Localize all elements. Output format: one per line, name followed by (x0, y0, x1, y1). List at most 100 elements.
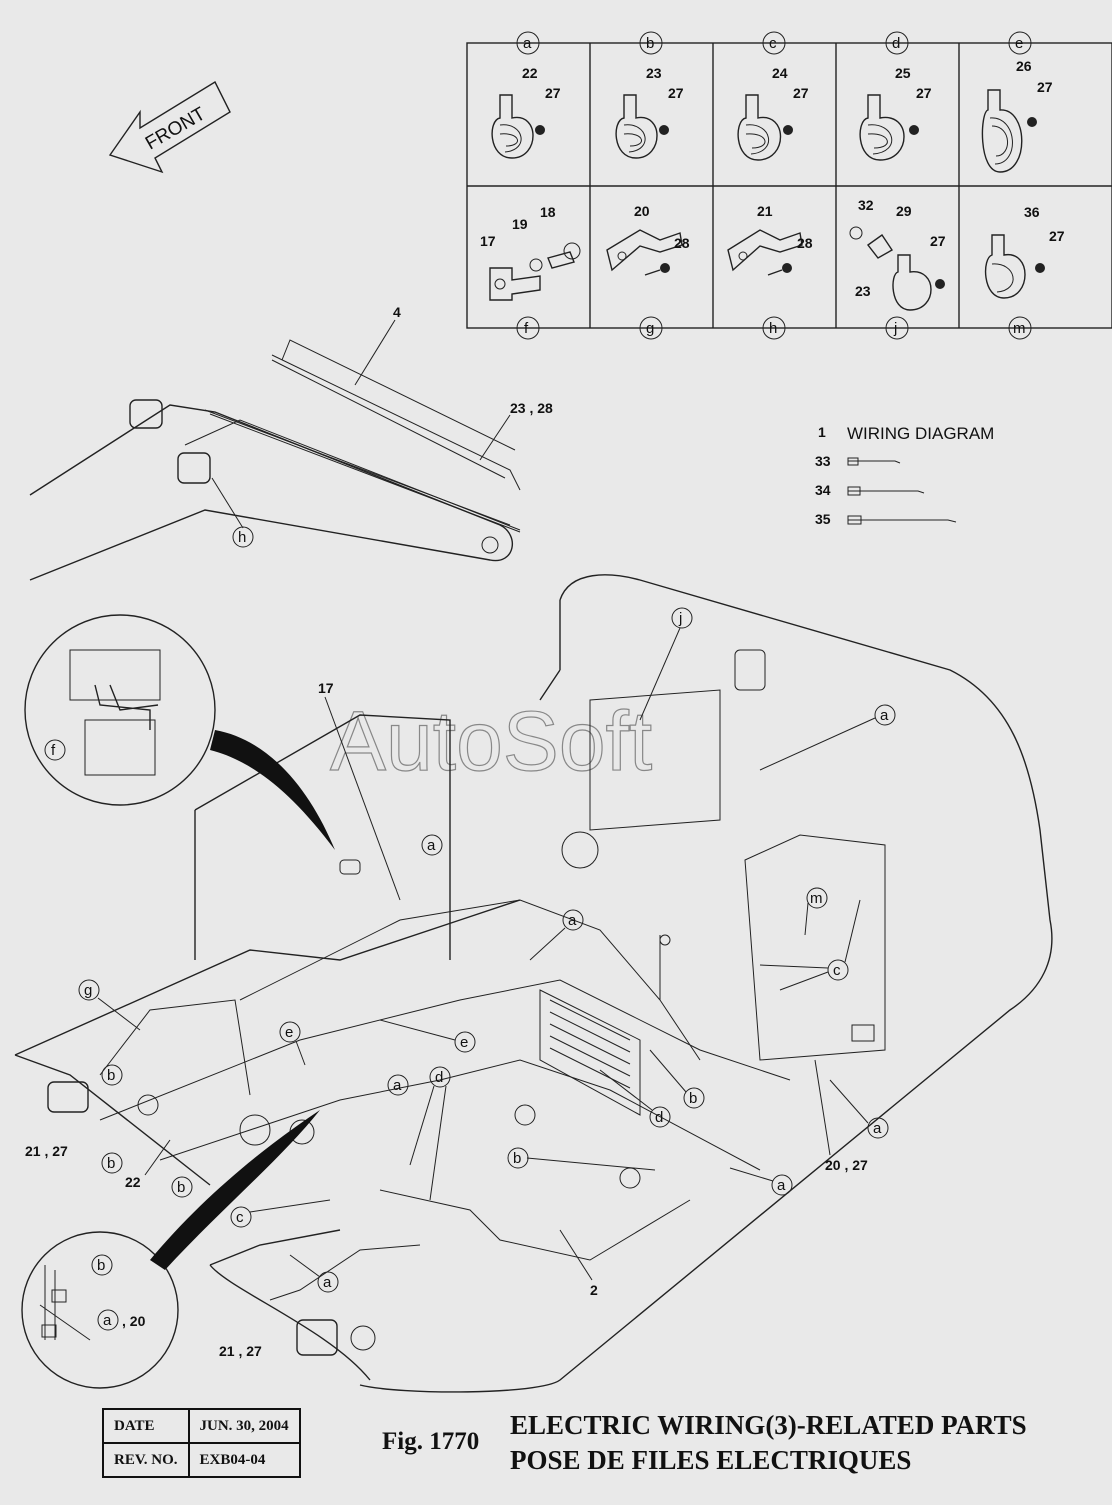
cell-letter-e: e (1015, 35, 1023, 52)
callout-m: m (810, 890, 823, 907)
rev-value: EXB04-04 (187, 1442, 301, 1478)
title-french: POSE DE FILES ELECTRIQUES (510, 1445, 912, 1475)
clamp-icon: 36 27 (984, 204, 1065, 299)
callout-23-28: 23 , 28 (510, 400, 553, 416)
clamp-icon: 25 27 (859, 65, 932, 161)
part-27-b: 27 (668, 85, 684, 101)
clamp-table (466, 42, 1112, 329)
callout-17: 17 (318, 680, 334, 696)
cell-letter-a: a (523, 35, 532, 52)
part-25: 25 (895, 65, 911, 81)
date-value: JUN. 30, 2004 (187, 1408, 301, 1444)
callout-c-1: c (833, 962, 841, 979)
part-27-m: 27 (1049, 228, 1065, 244)
cell-letter-m: m (1013, 320, 1026, 337)
title-english: ELECTRIC WIRING(3)-RELATED PARTS (510, 1410, 1027, 1440)
part-28-a: 28 (674, 235, 690, 251)
date-label: DATE (102, 1408, 190, 1444)
figure-number: Fig. 1770 (382, 1428, 480, 1455)
callout-a-5: a (873, 1120, 882, 1137)
part-27-c: 27 (793, 85, 809, 101)
callout-a-7: a (323, 1274, 332, 1291)
callout-e-2: e (460, 1034, 468, 1051)
grommet-clamp-icon: 32 29 27 23 (849, 197, 946, 311)
legend-tie-35: 35 (815, 511, 831, 527)
rev-label: REV. NO. (102, 1442, 190, 1478)
detail-letter-f: f (51, 742, 56, 759)
callout-j: j (678, 610, 682, 627)
callout-a-2: a (427, 837, 436, 854)
part-18: 18 (540, 204, 556, 220)
machine-body (14, 574, 1053, 1393)
part-27-e: 27 (1037, 79, 1053, 95)
detail-letter-b: b (97, 1257, 105, 1274)
part-36: 36 (1024, 204, 1040, 220)
callout-b-1: b (689, 1090, 697, 1107)
clamp-icon: 22 27 (491, 65, 561, 159)
legend-tie-33: 33 (815, 453, 831, 469)
cell-letter-d: d (892, 35, 900, 52)
callout-b-4: b (177, 1179, 185, 1196)
part-21-table: 21 (757, 203, 773, 219)
part-28-b: 28 (797, 235, 813, 251)
clamp-icon: 23 27 (615, 65, 684, 159)
legend-wiring-number: 1 (818, 424, 826, 440)
legend: 1 WIRING DIAGRAM 33 34 35 (815, 424, 994, 527)
boom-letter-h: h (238, 529, 246, 546)
cell-letter-h: h (769, 320, 777, 337)
callout-e-1: e (285, 1024, 293, 1041)
callout-d-1: d (435, 1069, 443, 1086)
callout-a-1: a (880, 707, 889, 724)
part-27-a: 27 (545, 85, 561, 101)
callout-b-3: b (107, 1155, 115, 1172)
part-27-j: 27 (930, 233, 946, 249)
cell-letter-b: b (646, 35, 654, 52)
part-32: 32 (858, 197, 874, 213)
callout-numbers: 17 2 22 21 , 27 21 , 27 20 , 27 (25, 680, 868, 1359)
part-23: 23 (646, 65, 662, 81)
callout-b-5: b (513, 1150, 521, 1167)
callout-a-3: a (568, 912, 577, 929)
callout-c-2: c (236, 1209, 244, 1226)
revision-table: DATE JUN. 30, 2004 REV. NO. EXB04-04 (102, 1408, 301, 1478)
part-17-table: 17 (480, 233, 496, 249)
detail-letter-a: a (103, 1312, 112, 1329)
cell-letter-f: f (524, 320, 529, 337)
part-27-d: 27 (916, 85, 932, 101)
boom-assembly: 4 23 , 28 h (29, 304, 553, 581)
detail-view-f: f (24, 614, 335, 850)
part-22: 22 (522, 65, 538, 81)
callout-21-27-bottom: 21 , 27 (219, 1343, 262, 1359)
callout-4: 4 (393, 304, 401, 320)
cell-letter-j: j (893, 320, 897, 337)
callout-20-27: 20 , 27 (825, 1157, 868, 1173)
legend-tie-34: 34 (815, 482, 831, 498)
clamp-icon: 24 27 (737, 65, 809, 161)
callout-b-2: b (107, 1067, 115, 1084)
plate-icon: 21 28 (727, 203, 813, 276)
watermark: AutoSoft (330, 694, 652, 788)
callout-21-27-left: 21 , 27 (25, 1143, 68, 1159)
callout-20-detail: , 20 (122, 1313, 146, 1329)
callout-a-6: a (777, 1177, 786, 1194)
part-29: 29 (896, 203, 912, 219)
cell-letter-c: c (769, 35, 777, 52)
clamp-icon: 26 27 (981, 58, 1053, 173)
part-24: 24 (772, 65, 788, 81)
part-19: 19 (512, 216, 528, 232)
plate-icon: 20 28 (606, 203, 690, 276)
bottom-row-letters: f g h j m (516, 316, 1032, 340)
part-26: 26 (1016, 58, 1032, 74)
callout-22: 22 (125, 1174, 141, 1190)
detail-view-b-a: b a , 20 (21, 1110, 320, 1389)
cell-letter-g: g (646, 320, 654, 337)
part-20-table: 20 (634, 203, 650, 219)
front-arrow-icon: FRONT (108, 81, 231, 174)
callout-2: 2 (590, 1282, 598, 1298)
top-row-letters: a b c d e (516, 31, 1032, 55)
callout-a-4: a (393, 1077, 402, 1094)
callout-d-2: d (655, 1109, 663, 1126)
bracket-icon: 17 19 18 (480, 204, 581, 301)
part-23-j: 23 (855, 283, 871, 299)
